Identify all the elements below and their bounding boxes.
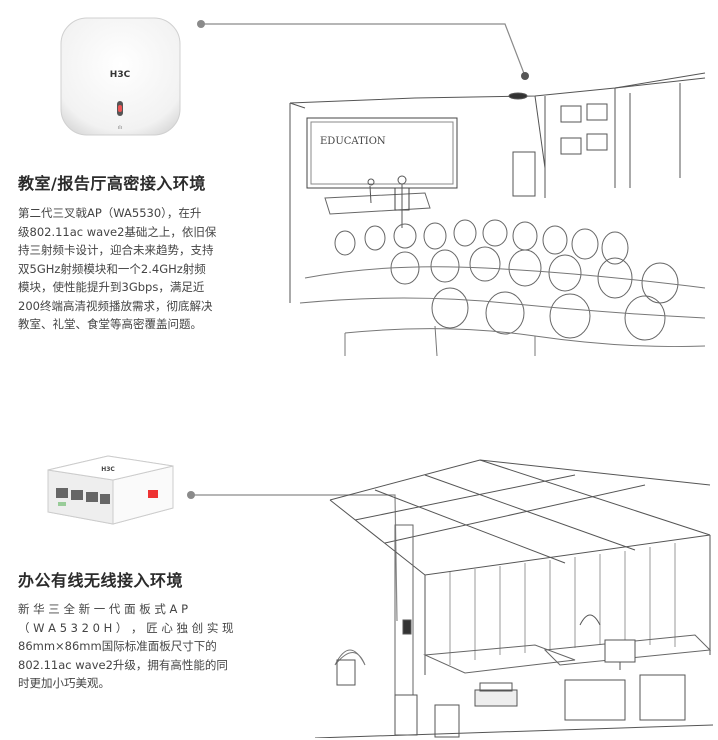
board-text: EDUCATION [320, 136, 386, 147]
section-heading-office: 办公有线无线接入环境 [18, 571, 184, 590]
body-line: 86mm×86mm国际标准面板尺寸下的 [18, 639, 217, 653]
svg-text:ılı: ılı [118, 125, 122, 131]
body-line: 模块，使性能提升到3Gbps，满足近 [18, 280, 205, 294]
body-line: 200终端高清视频播放需求，彻底解决 [18, 298, 213, 313]
classroom-sketch-illustration: EDUCATION [289, 72, 706, 357]
office-sketch-illustration [315, 459, 713, 738]
section-body-office: 新 华 三 全 新 一 代 面 板 式 A P （ W A 5 3 2 0 H … [18, 600, 243, 693]
body-line: 级802.11ac wave2基础之上，依旧保 [18, 224, 217, 239]
body-line: 双5GHz射频模块和一个2.4GHz射频 [18, 261, 206, 276]
section-body-classroom: 第二代三叉戟AP（WA5530），在升 级802.11ac wave2基础之上，… [18, 204, 238, 334]
h3c-logo: H3C [110, 70, 131, 80]
body-line: 教室、礼堂、食堂等高密覆盖问题。 [18, 317, 202, 331]
body-line: 时更加小巧美观。 [18, 676, 110, 690]
body-line: 持三射频卡设计，迎合未来趋势，支持 [18, 243, 214, 257]
body-line: 802.11ac wave2升级，拥有高性能的同 [18, 657, 228, 672]
h3c-logo: H3C [101, 466, 115, 473]
panel-ap-product-image: H3C [47, 455, 174, 525]
body-line: 第二代三叉戟AP（WA5530），在升 [18, 206, 202, 220]
connector-line [187, 491, 398, 622]
body-line: 新 华 三 全 新 一 代 面 板 式 A P [18, 602, 189, 616]
connector-line [197, 20, 529, 80]
ceiling-ap-product-image: H3C ılı [60, 17, 181, 136]
section-heading-classroom: 教室/报告厅高密接入环境 [18, 174, 206, 193]
body-line: （ W A 5 3 2 0 H ） ， 匠 心 独 创 实 现 [18, 620, 234, 635]
